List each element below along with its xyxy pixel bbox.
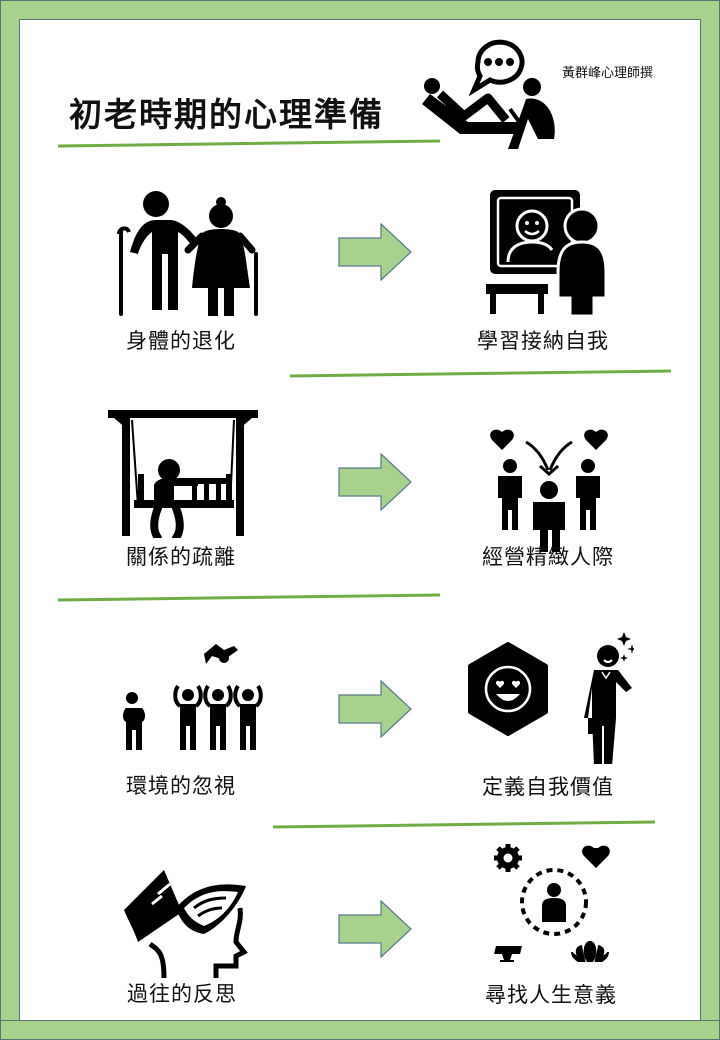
person-excluded-from-group-icon	[122, 644, 263, 750]
frame-right-border	[700, 19, 720, 1021]
right-arrow-icon	[338, 223, 412, 281]
row3-left-label: 環境的忽視	[126, 774, 236, 798]
author-credit: 黃群峰心理師撰	[562, 66, 654, 81]
page-title: 初老時期的心理準備	[69, 95, 384, 134]
right-arrow-icon	[338, 453, 412, 511]
row3-right-label: 定義自我價值	[482, 775, 614, 799]
frame-left-border	[0, 19, 20, 1021]
row1-right-label: 學習接納自我	[477, 329, 609, 353]
right-arrow-icon	[338, 900, 412, 958]
confident-businessman-smiley-icon	[468, 632, 634, 764]
people-exchanging-hearts-icon	[490, 429, 608, 552]
row1-left-label: 身體的退化	[126, 329, 236, 353]
right-arrow-icon	[338, 680, 412, 738]
person-alone-on-swing-icon	[108, 410, 258, 538]
elderly-couple-with-canes-icon	[117, 191, 258, 316]
gear-icon	[494, 844, 522, 872]
row2-right-label: 經營精緻人際	[482, 545, 614, 569]
row4-left-label: 過往的反思	[127, 982, 237, 1006]
frame-top-border	[0, 0, 720, 20]
person-at-mirror-icon	[486, 190, 608, 316]
counseling-session-icon	[422, 39, 555, 149]
row2-left-label: 關係的疏離	[126, 545, 236, 569]
book-in-head-icon	[124, 870, 248, 978]
person-purpose-circle-icon	[494, 844, 610, 962]
page: 初老時期的心理準備 黃群峰心理師撰 身體的退化	[20, 20, 700, 1020]
row4-right-label: 尋找人生意義	[485, 983, 617, 1007]
frame-bottom-border	[0, 1020, 720, 1040]
